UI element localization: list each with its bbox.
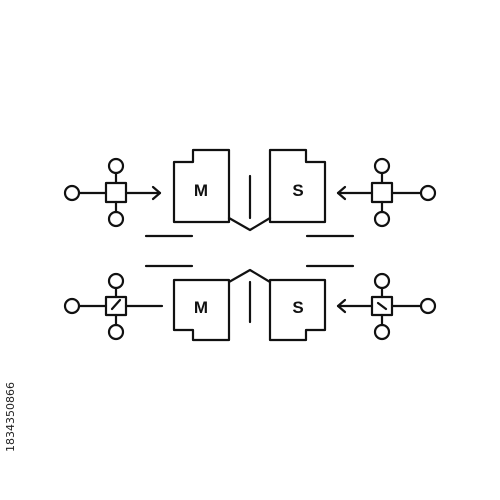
left-node-cluster-bottom — [63, 272, 164, 341]
merge-chevron — [227, 216, 272, 232]
arrow-left-head — [336, 298, 347, 314]
document-outline — [172, 278, 231, 342]
box-check-mark — [110, 298, 122, 311]
merge-arrow-down — [227, 174, 272, 232]
document-s-top: S — [268, 148, 327, 224]
stock-id-label: 1834350866 — [4, 382, 17, 452]
split-arrow-up — [227, 268, 272, 324]
split-chevron — [227, 268, 272, 284]
right-node-cluster-bottom — [336, 272, 437, 341]
node-center-box — [104, 181, 128, 204]
node-left-circle — [63, 184, 81, 202]
document-s-bottom: S — [268, 278, 327, 342]
node-bottom-circle — [107, 323, 125, 341]
node-top-circle — [107, 157, 125, 175]
document-letter: S — [292, 181, 303, 200]
node-top-circle — [373, 157, 391, 175]
left-node-cluster-top — [63, 157, 162, 228]
node-bottom-circle — [373, 210, 391, 228]
right-node-cluster-top — [336, 157, 437, 228]
node-center-box — [370, 181, 394, 204]
node-left-circle — [63, 297, 81, 315]
document-outline — [268, 278, 327, 342]
node-bottom-circle — [107, 210, 125, 228]
document-letter: S — [292, 298, 303, 317]
node-bottom-circle — [373, 323, 391, 341]
separator-dashes — [144, 234, 355, 268]
node-top-circle — [373, 272, 391, 290]
node-top-circle — [107, 272, 125, 290]
node-right-circle — [419, 184, 437, 202]
document-outline — [268, 148, 327, 224]
document-letter: M — [194, 298, 208, 317]
document-letter: M — [194, 181, 208, 200]
arrow-right-head — [151, 185, 162, 201]
document-outline — [172, 148, 231, 224]
arrow-left-head — [336, 185, 347, 201]
node-right-circle — [419, 297, 437, 315]
document-m-top: M — [172, 148, 231, 224]
box-check-mark — [376, 301, 388, 311]
document-m-bottom: M — [172, 278, 231, 342]
